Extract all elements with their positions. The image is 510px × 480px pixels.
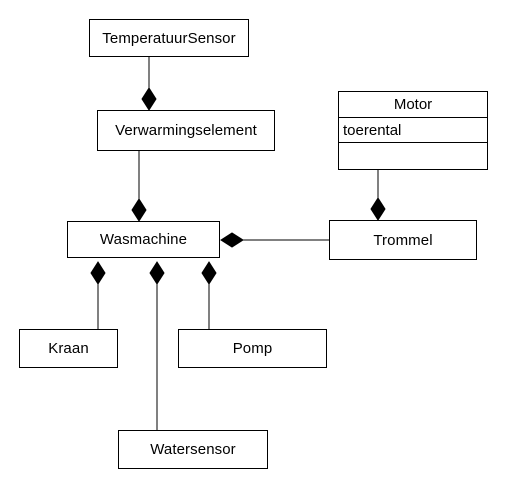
class-name-temperatuursensor: TemperatuurSensor <box>102 29 236 47</box>
class-name-watersensor: Watersensor <box>150 441 236 458</box>
class-name-wasmachine: Wasmachine <box>99 231 188 248</box>
composition-diamond-wasmachine-top <box>131 198 147 222</box>
class-operations-motor <box>339 143 487 170</box>
class-name-verwarmingselement: Verwarmingselement <box>115 122 257 139</box>
class-temperatuursensor[interactable]: TemperatuurSensor <box>89 19 249 57</box>
composition-diamond-verwarmingselement <box>141 87 157 111</box>
class-name-kraan: Kraan <box>48 340 89 357</box>
composition-diamond-wasmachine-pomp <box>201 261 217 285</box>
class-name-motor: Motor <box>393 96 433 113</box>
class-name-pomp: Pomp <box>232 340 273 357</box>
class-wasmachine[interactable]: Wasmachine <box>67 221 220 258</box>
class-kraan[interactable]: Kraan <box>19 329 118 368</box>
class-verwarmingselement[interactable]: Verwarmingselement <box>97 110 275 151</box>
composition-diamond-trommel-top <box>370 197 386 221</box>
class-pomp[interactable]: Pomp <box>178 329 327 368</box>
composition-diamond-wasmachine-watersensor <box>149 261 165 285</box>
attribute-toerental: toerental <box>343 121 402 139</box>
class-motor[interactable]: Motor toerental <box>338 91 488 170</box>
class-watersensor[interactable]: Watersensor <box>118 430 268 469</box>
class-name-trommel: Trommel <box>373 231 433 249</box>
class-attributes-motor: toerental <box>339 118 487 143</box>
class-name-compartment-motor: Motor <box>339 92 487 118</box>
class-trommel[interactable]: Trommel <box>329 220 477 260</box>
composition-diamond-wasmachine-right <box>220 232 244 248</box>
composition-diamond-wasmachine-kraan <box>90 261 106 285</box>
